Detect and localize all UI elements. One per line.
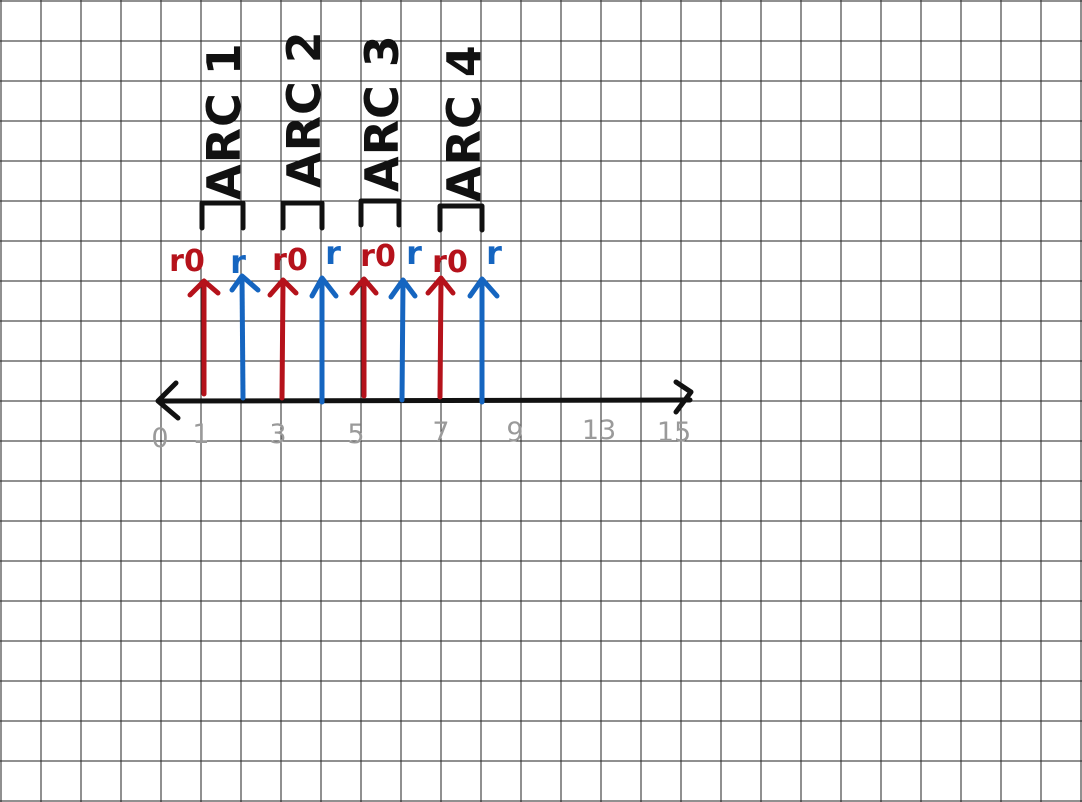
arc-4-start-label: r0 <box>432 245 468 280</box>
arc-4-bracket <box>437 203 485 233</box>
number-line <box>155 379 694 421</box>
arc-3-bracket <box>358 198 402 228</box>
tick-label: 13 <box>582 415 616 446</box>
tick-label: 5 <box>347 419 364 450</box>
arc-1-end-label: r <box>230 243 246 281</box>
tick-labels: 0 1 3 5 7 9 13 15 <box>151 415 691 454</box>
tick-label: 3 <box>269 419 286 450</box>
arc-2-start-arrowhead <box>267 277 299 298</box>
arc-group-1: r0 r ARC 1 <box>169 42 261 401</box>
arc-3-end-label: r <box>406 234 422 272</box>
arc-1-label: ARC 1 <box>197 42 251 200</box>
arc-4-end-arrowhead <box>467 276 500 299</box>
arc-3-start-label: r0 <box>360 239 396 274</box>
arc-group-2: r0 r ARC 2 <box>267 30 341 405</box>
arc-2-end-label: r <box>325 234 341 272</box>
number-line-axis <box>157 397 693 404</box>
tick-label: 9 <box>506 417 523 448</box>
axis-left-arrowhead <box>155 380 181 421</box>
arc-3-end-arrowhead <box>388 277 418 300</box>
arc-1-bracket <box>199 200 246 231</box>
arc-3-label: ARC 3 <box>355 34 409 192</box>
arc-3-start-arrowhead <box>349 276 379 296</box>
tick-label: 7 <box>432 417 449 448</box>
arc-2-label: ARC 2 <box>277 30 331 188</box>
arc-1-start-arrowhead <box>187 278 221 298</box>
arc-1-end-arrowhead <box>229 273 261 293</box>
tick-label: 15 <box>657 417 691 448</box>
tick-label: 1 <box>192 419 209 450</box>
tick-label: 0 <box>151 423 168 454</box>
arc-2-end-arrowhead <box>309 275 339 299</box>
arc-1-start-label: r0 <box>169 244 205 279</box>
arc-2-bracket <box>280 200 325 231</box>
arc-group-4: r0 r ARC 4 <box>425 44 502 405</box>
arc-4-start-arrow <box>437 276 444 400</box>
arc-group-3: r0 r ARC 3 <box>349 34 422 403</box>
arc-1-end-arrow <box>239 274 246 401</box>
arc-3-end-arrow <box>399 278 406 403</box>
arc-4-label: ARC 4 <box>437 44 491 202</box>
arc-4-start-arrowhead <box>425 275 456 296</box>
arc-4-end-label: r <box>486 234 502 272</box>
arc-2-start-label: r0 <box>272 243 308 278</box>
axis-right-arrowhead <box>673 379 694 415</box>
arc-2-start-arrow <box>279 278 286 401</box>
